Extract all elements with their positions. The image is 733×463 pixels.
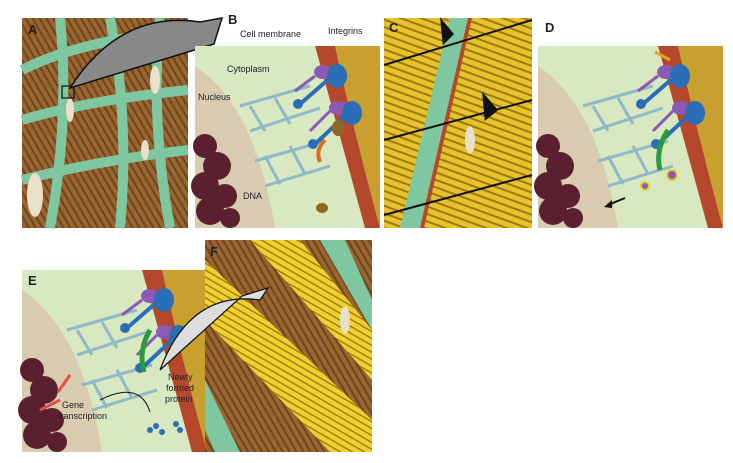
magnify-arrow-ab (68, 17, 224, 90)
panel-d: D (532, 20, 725, 230)
panel-e: E Gene transcription Newly formed protei… (16, 268, 209, 454)
label-newly-formed-protein-2: formed (166, 383, 194, 393)
magnify-arrow-ef (159, 286, 270, 371)
panel-label-e: E (28, 273, 37, 288)
label-cell-membrane: Cell membrane (240, 29, 301, 39)
label-integrins: Integrins (328, 26, 363, 36)
panel-b: B Cell membrane Integrins Cytoplasm Nucl… (189, 12, 382, 230)
panel-label-d: D (545, 20, 554, 35)
panel-label-f: F (210, 244, 218, 259)
panel-label-a: A (28, 22, 38, 37)
zoom-box (61, 85, 75, 99)
label-dna: DNA (243, 191, 262, 201)
label-newly-formed-protein-3: protein (165, 394, 193, 404)
panel-label-b: B (228, 12, 237, 27)
label-newly-formed-protein: Newly (168, 372, 193, 382)
label-nucleus: Nucleus (198, 92, 231, 102)
panel-f: F (205, 240, 372, 452)
label-cytoplasm: Cytoplasm (227, 64, 270, 74)
label-gene-transcription-2: transcription (58, 411, 107, 421)
panel-label-c: C (389, 20, 399, 35)
panel-c: C (383, 17, 533, 228)
label-gene-transcription: Gene (62, 400, 84, 410)
